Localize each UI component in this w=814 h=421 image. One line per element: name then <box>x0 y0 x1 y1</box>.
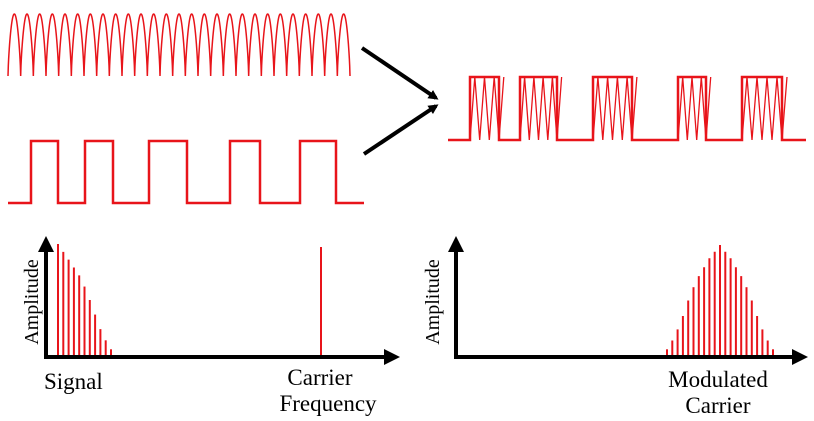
signal-to-modulated-arrow <box>362 104 439 156</box>
signal-square-waveform <box>8 139 364 205</box>
carrier-label-line1: Carrier <box>287 365 352 390</box>
right-x-axis-arrowhead <box>792 349 808 365</box>
signal-label: Signal <box>44 369 103 394</box>
modulated-envelope <box>448 75 806 142</box>
right-y-axis-arrowhead <box>448 236 464 252</box>
modulated-pulse-2 <box>519 76 563 141</box>
modulated-spectrum-bars <box>666 245 774 356</box>
modulated-pulse-3 <box>592 76 638 141</box>
carrier-waveform <box>7 13 351 77</box>
amplitude-axis-label-right: Amplitude <box>422 259 444 345</box>
modulated-pulse-1 <box>469 76 505 141</box>
modulated-waveform <box>448 75 806 142</box>
signal-spectrum-bars <box>57 244 112 356</box>
modulated-label-line1: Modulated <box>668 367 768 392</box>
left-x-axis-arrowhead <box>384 349 400 365</box>
right-spectrum-axes <box>454 244 796 359</box>
modulated-pulse-4 <box>677 76 712 141</box>
modulated-pulse-5 <box>741 76 788 141</box>
left-spectrum-axes <box>44 244 388 359</box>
carrier-label-line2: Frequency <box>279 391 377 416</box>
modulated-label-line2: Carrier <box>685 393 750 418</box>
left-y-axis-arrowhead <box>38 236 54 252</box>
carrier-to-modulated-arrow <box>360 46 439 100</box>
amplitude-axis-label-left: Amplitude <box>21 259 43 345</box>
